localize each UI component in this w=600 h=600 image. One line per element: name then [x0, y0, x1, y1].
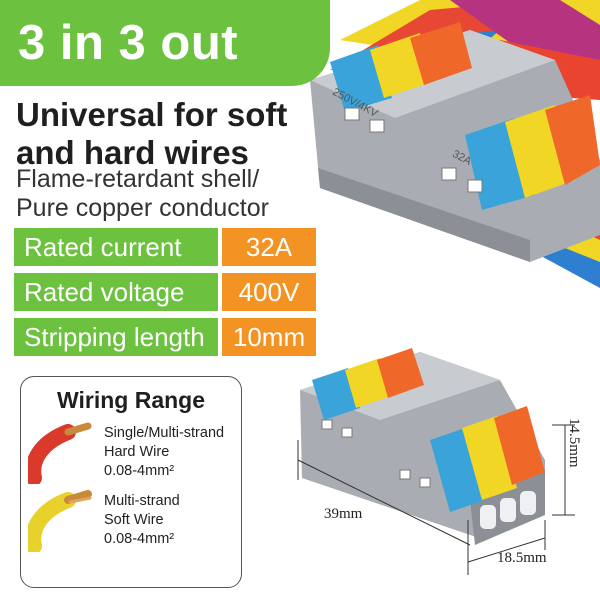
- dimension-lines: [297, 424, 575, 575]
- banner-title: 3 in 3 out: [18, 16, 239, 70]
- headline-line-1: Universal for soft: [16, 96, 288, 133]
- hard-wire-line-3: 0.08-4mm²: [104, 463, 175, 479]
- spec-row-stripping-length: Stripping length 10mm: [14, 318, 316, 356]
- subheadline-line-2: Pure copper conductor: [16, 194, 269, 222]
- soft-wire-line-1: Multi-strand: [104, 493, 180, 509]
- subheadline-line-1: Flame-retardant shell/: [16, 165, 260, 193]
- headline: Universal for soft and hard wires: [16, 96, 316, 172]
- wiring-range-card: Wiring Range: [20, 376, 242, 588]
- spec-value: 10mm: [222, 318, 316, 356]
- title-banner: 3 in 3 out: [0, 0, 330, 86]
- spec-label: Rated current: [14, 228, 218, 266]
- dimension-height: 14.5mm: [566, 418, 582, 468]
- large-connector: [310, 22, 600, 262]
- hard-wire-line-2: Hard Wire: [104, 444, 170, 460]
- soft-wire-line-3: 0.08-4mm²: [104, 531, 175, 547]
- hard-wire-description: Single/Multi-strand Hard Wire 0.08-4mm²: [104, 424, 224, 481]
- headline-line-2: and hard wires: [16, 134, 249, 171]
- spec-label: Rated voltage: [14, 273, 218, 311]
- dimension-length: 39mm: [324, 506, 363, 522]
- small-connector: [300, 348, 545, 545]
- spec-row-rated-current: Rated current 32A: [14, 228, 316, 266]
- soft-wire-line-2: Soft Wire: [104, 512, 164, 528]
- hard-wire-line-1: Single/Multi-strand: [104, 425, 225, 441]
- soft-wire-icon: [28, 490, 92, 552]
- wiring-range-title: Wiring Range: [56, 387, 206, 413]
- spec-label: Stripping length: [14, 318, 218, 356]
- spec-value: 32A: [222, 228, 316, 266]
- subheadline: Flame-retardant shell/ Pure copper condu…: [16, 165, 316, 223]
- hard-wire-icon: [28, 422, 92, 484]
- soft-wire-description: Multi-strand Soft Wire 0.08-4mm²: [104, 492, 180, 549]
- dimension-width: 18.5mm: [497, 550, 547, 566]
- spec-value: 400V: [222, 273, 316, 311]
- spec-row-rated-voltage: Rated voltage 400V: [14, 273, 316, 311]
